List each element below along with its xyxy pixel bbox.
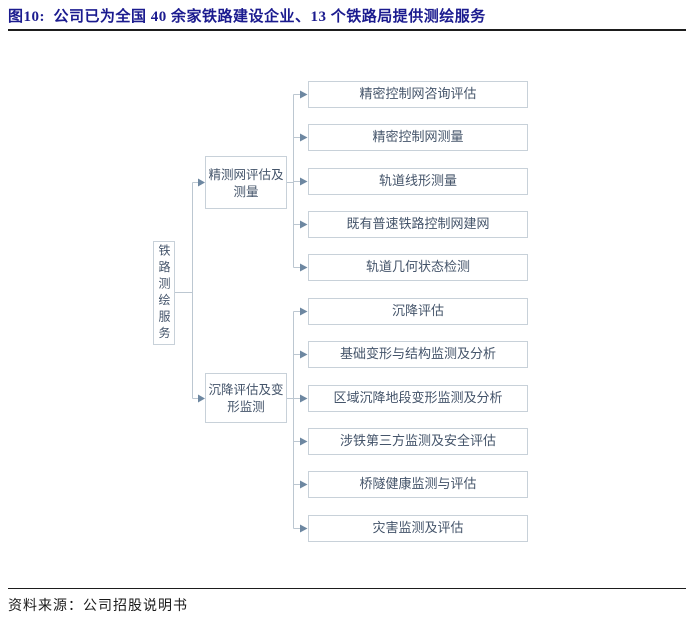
leaf-node-label: 灾害监测及评估	[372, 521, 464, 536]
leaf-node: 灾害监测及评估	[308, 515, 528, 542]
branch-node-settlement-monitoring: 沉降评估及变形监测	[205, 373, 287, 423]
leaf-node-label: 轨道线形测量	[378, 174, 457, 189]
root-node-railway-surveying: 铁路测绘服务	[153, 241, 175, 345]
branch-node-label: 精测网评估及测量	[208, 166, 284, 199]
leaf-node: 精密控制网咨询评估	[308, 81, 528, 108]
leaf-node-label: 基础变形与结构监测及分析	[339, 347, 496, 362]
figure-title: 图10: 公司已为全国 40 余家铁路建设企业、13 个铁路局提供测绘服务	[8, 9, 486, 25]
leaf-node: 既有普速铁路控制网建网	[308, 211, 528, 238]
leaf-node-label: 区域沉降地段变形监测及分析	[333, 391, 503, 406]
leaf-node-label: 精密控制网测量	[372, 130, 464, 145]
branch-node-precision-network: 精测网评估及测量	[205, 156, 287, 209]
leaf-node: 轨道几何状态检测	[308, 254, 528, 281]
leaf-node: 轨道线形测量	[308, 168, 528, 195]
leaf-node: 涉铁第三方监测及安全评估	[308, 428, 528, 455]
leaf-node-label: 轨道几何状态检测	[365, 260, 470, 275]
source-note: 资料来源：公司招股说明书	[8, 599, 188, 614]
branch-node-label: 沉降评估及变形监测	[208, 382, 284, 414]
leaf-node: 基础变形与结构监测及分析	[308, 341, 528, 368]
leaf-node: 区域沉降地段变形监测及分析	[308, 385, 528, 412]
root-node-label: 铁路测绘服务	[157, 243, 171, 343]
leaf-node-label: 沉降评估	[391, 304, 444, 319]
leaf-node-label: 涉铁第三方监测及安全评估	[339, 434, 496, 449]
connector-arrowheads	[198, 90, 308, 533]
leaf-node-label: 精密控制网咨询评估	[359, 87, 477, 102]
leaf-node: 桥隧健康监测与评估	[308, 471, 528, 498]
leaf-node: 沉降评估	[308, 298, 528, 325]
source-divider-rule	[8, 588, 686, 589]
leaf-node: 精密控制网测量	[308, 124, 528, 151]
leaf-node-label: 桥隧健康监测与评估	[359, 477, 477, 492]
leaf-node-label: 既有普速铁路控制网建网	[346, 217, 490, 232]
title-underline-rule	[8, 29, 686, 31]
